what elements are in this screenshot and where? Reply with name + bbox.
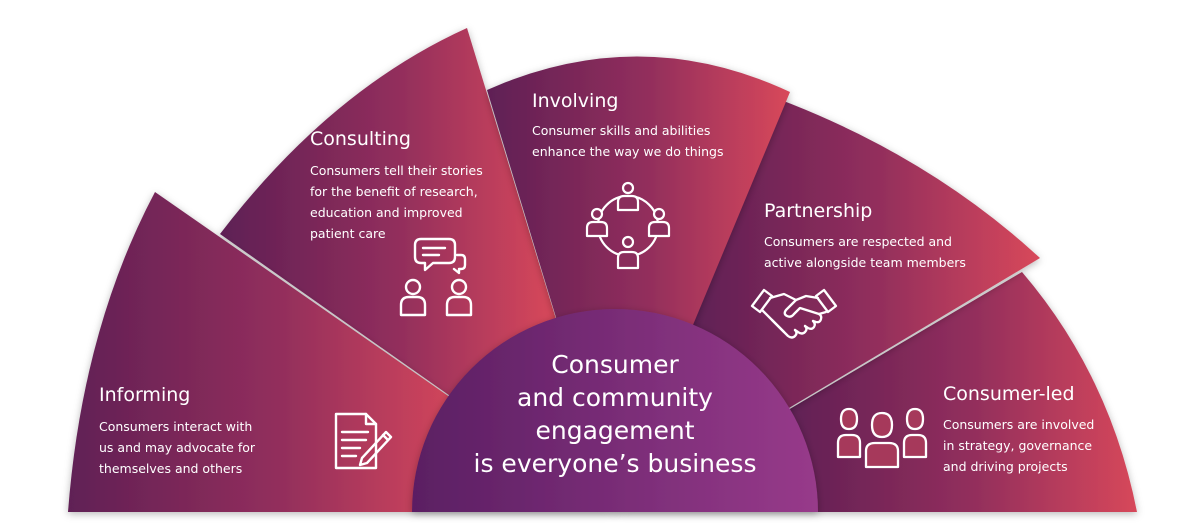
partnership-description: Consumers are respected and active along…: [764, 234, 966, 270]
involving-description: Consumer skills and abilities enhance th…: [532, 123, 724, 159]
center-statement: Consumer and community engagement is eve…: [473, 350, 757, 478]
handshake-icon: [750, 288, 838, 339]
group-icon: [836, 407, 928, 469]
segment-involving: [487, 56, 790, 513]
consumer-led-description: Consumers are involved in strategy, gove…: [943, 417, 1095, 474]
involving-title: Involving: [532, 90, 619, 112]
informing-description: Consumers interact with us and may advoc…: [99, 419, 256, 476]
document-pen-icon: [334, 412, 393, 470]
consumer-led-title: Consumer-led: [943, 383, 1075, 405]
people-network-icon: [585, 181, 671, 270]
center-semicircle: [412, 309, 818, 512]
informing-title: Informing: [99, 384, 191, 406]
consulting-title: Consulting: [310, 128, 411, 150]
partnership-title: Partnership: [764, 200, 873, 222]
people-chat-icon: [399, 237, 473, 317]
consulting-description: Consumers tell their stories for the ben…: [310, 163, 483, 241]
